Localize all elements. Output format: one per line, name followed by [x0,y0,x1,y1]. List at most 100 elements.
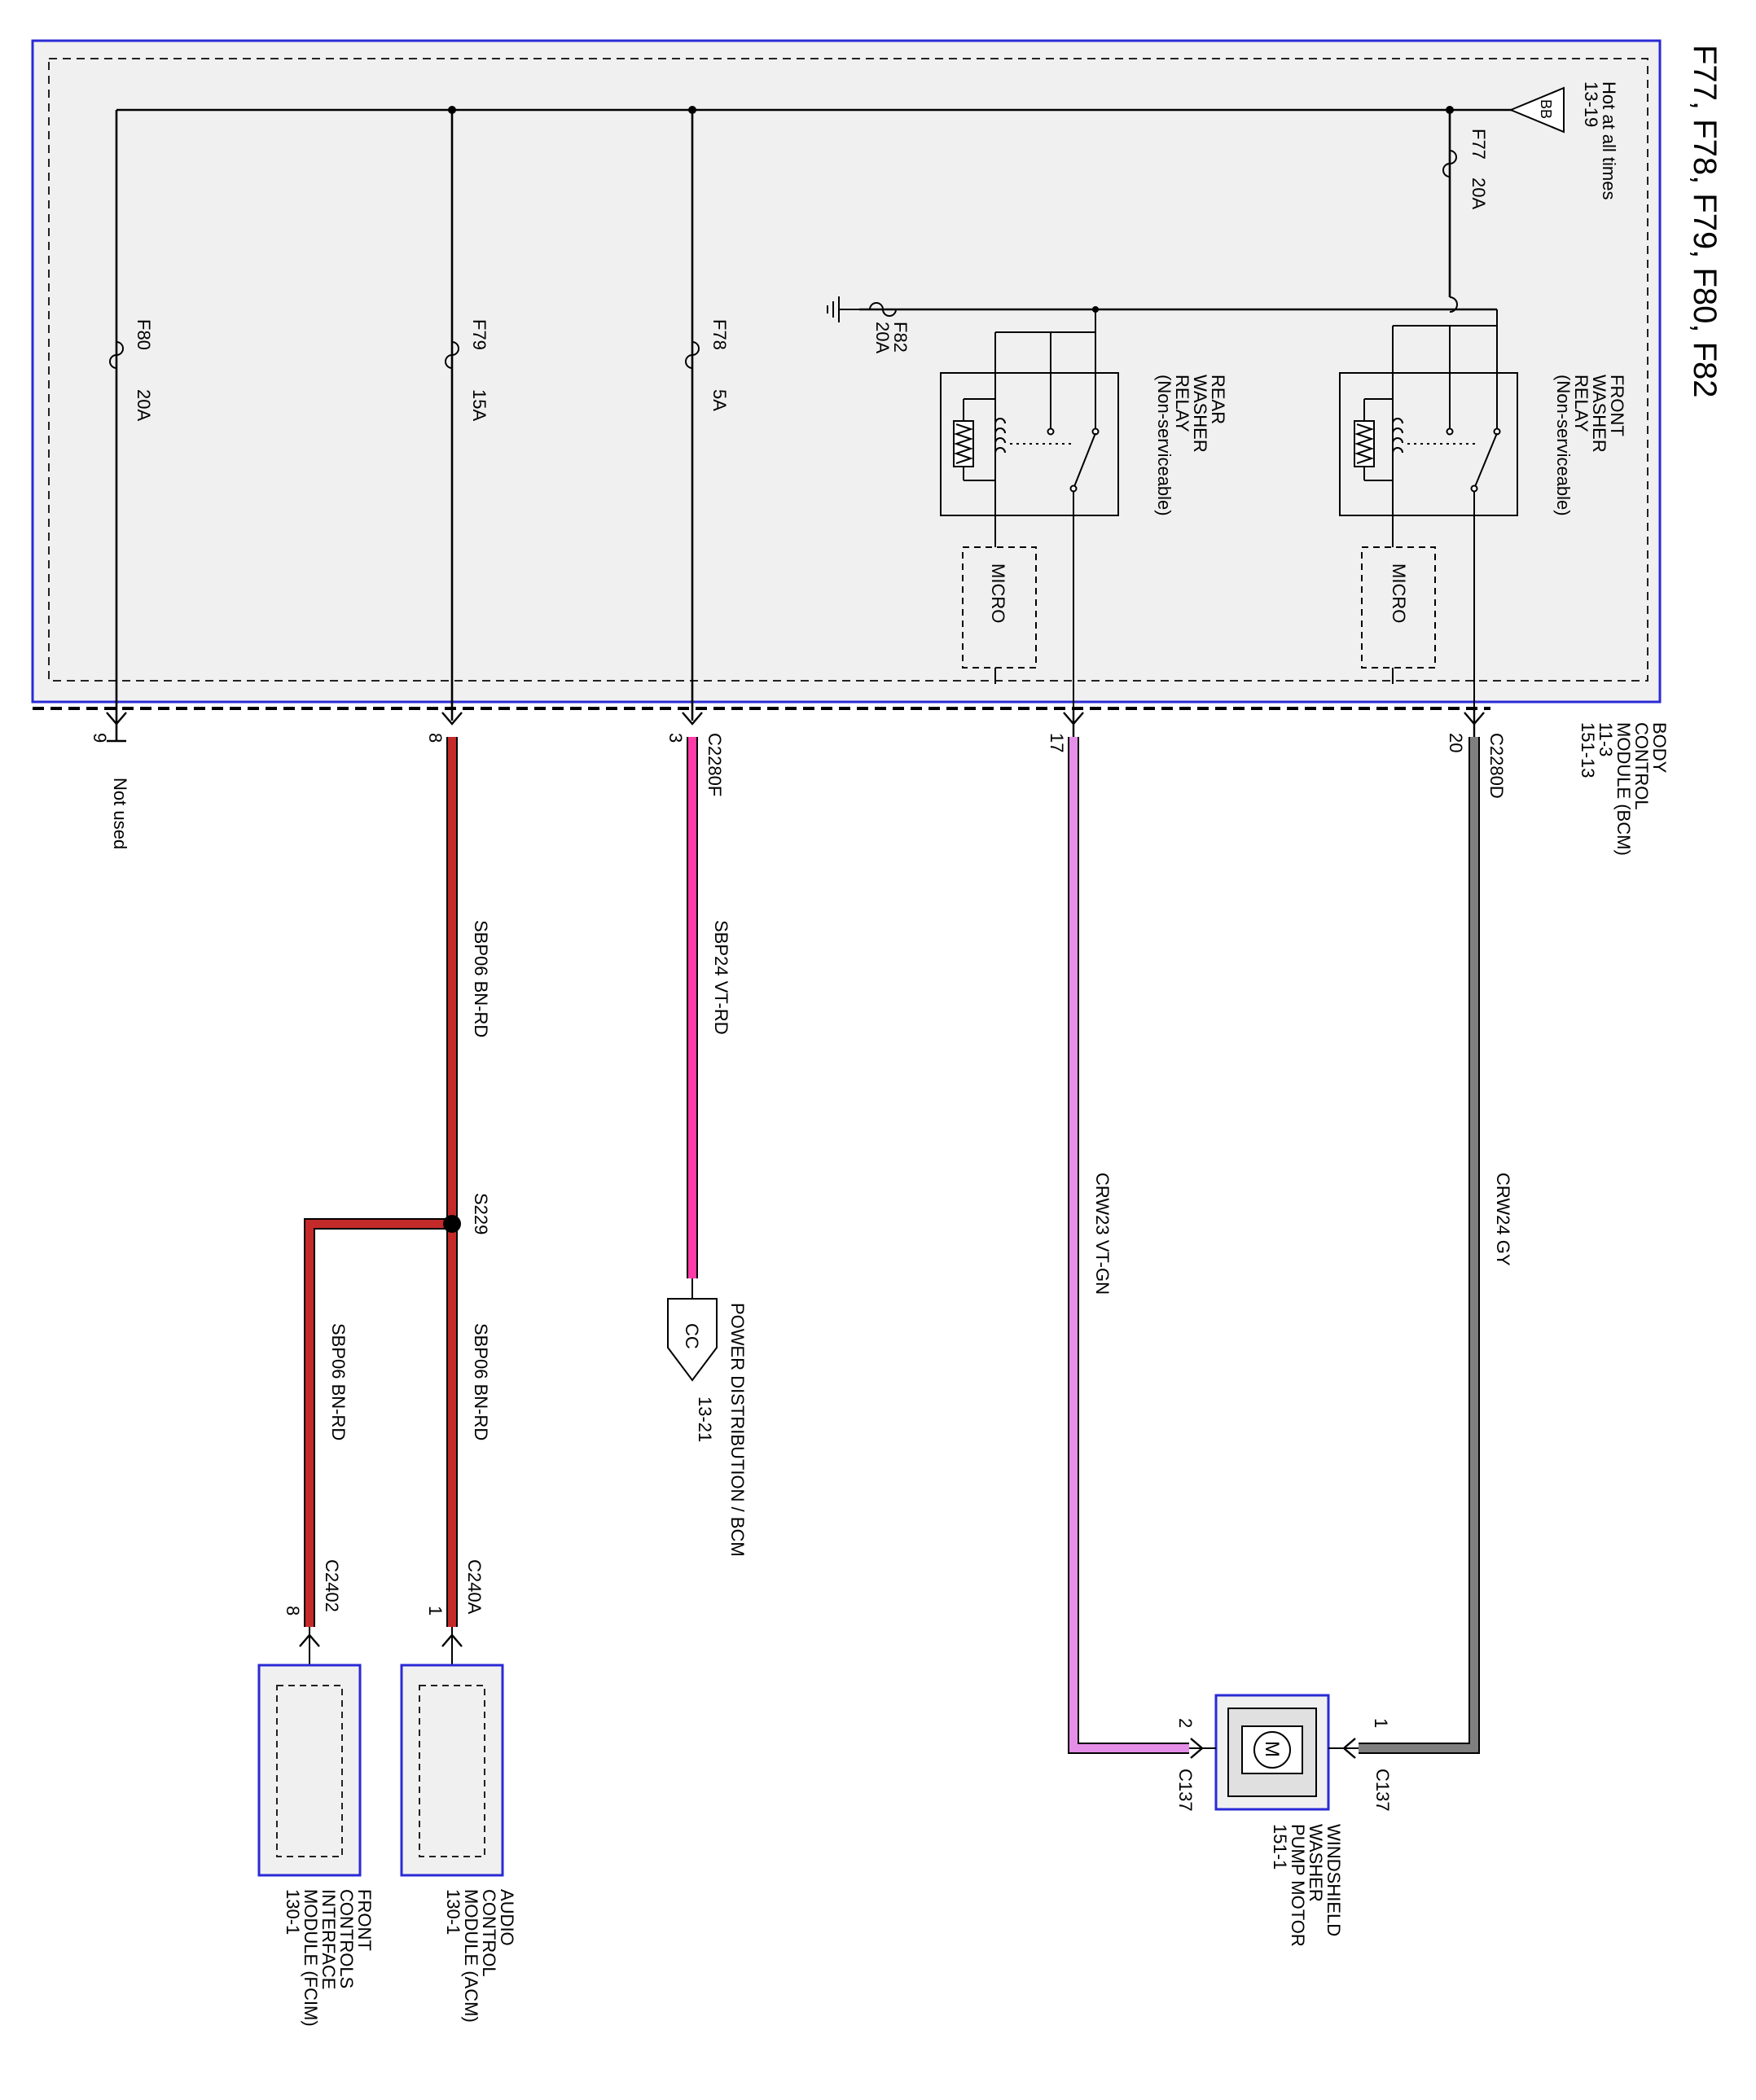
rear-micro-label: MICRO [988,563,1008,623]
f79-fuse-symbol [445,341,459,369]
acm-box [400,1664,504,1877]
rear-relay-nc-contact [1047,427,1055,436]
front-micro-label: MICRO [1389,563,1409,623]
f78-name: F78 [709,319,730,350]
pin-marker-8 [441,712,463,726]
front-micro-box [1361,546,1436,669]
front-relay-coil [1392,418,1403,454]
pin-marker-3 [682,712,703,726]
front-relay-l4: (Non-serviceable) [1553,375,1574,516]
pin-marker-9 [106,712,127,743]
bcm-l1: BODY [1649,722,1670,774]
pin-20: 20 [1446,733,1466,752]
motor-l1: WINDSHIELD [1324,1824,1344,1936]
f80-fuse-symbol [109,341,124,369]
rear-micro-box [962,546,1037,669]
front-relay-switch-arm [1473,432,1498,489]
page-title: F77, F78, F79, F80, F82 [1687,45,1723,398]
motor-pin-marker-2 [1190,1738,1204,1759]
rear-relay-out-contact [1069,484,1078,493]
wire-sbp06-label-1: SBP06 BN-RD [471,920,491,1037]
motor-l4: 151-1 [1270,1824,1290,1870]
wire-sbp06-label-3: SBP06 BN-RD [328,1323,349,1440]
f77-fuse-symbol [1442,150,1457,178]
front-relay-l1: FRONT [1607,375,1627,436]
wire-sbp06-label-2: SBP06 BN-RD [471,1323,491,1440]
f82-name: F82 [890,322,911,353]
fcim-box [257,1664,362,1877]
acm-l3: MODULE (ACM) [461,1889,481,2023]
motor-l3: PUMP MOTOR [1288,1824,1308,1947]
front-relay-l2: WASHER [1589,375,1609,453]
f77-rating: 20A [1468,178,1489,209]
wire-crw23 [1069,737,1189,1752]
rear-relay-coil [994,418,1006,454]
splice-s229 [443,1215,461,1233]
power-dist-page: 13-21 [695,1396,715,1442]
fcim-l2: CONTROLS [336,1889,357,1988]
wire-crw24 [1359,737,1478,1752]
f79-name: F79 [469,319,489,350]
connector-c2280f: C2280F [705,733,725,796]
pin-3: 3 [665,733,686,743]
rear-relay-switch-arm [1073,432,1096,489]
wire-crw23-outline [1068,737,1189,1754]
source-connector: BB [1538,99,1554,119]
rear-relay-l4: (Non-serviceable) [1154,375,1174,516]
pin-17: 17 [1047,733,1067,752]
bcm-l5: 151-13 [1578,722,1598,778]
fcim-l3: INTERFACE [318,1889,339,1989]
acm-l2: CONTROL [479,1889,499,1977]
fcim-l4: MODULE (FCIM) [301,1889,321,2027]
wire-sbp06-fcim [305,1220,452,1627]
pin-marker-20 [1464,708,1485,737]
splice-label: S229 [471,1193,491,1234]
fcim-l1: FRONT [354,1889,375,1951]
bcm-l4: 11-3 [1596,722,1616,756]
fcim-inner-dashed [276,1685,343,1857]
f80-name: F80 [134,319,154,350]
f82-rating: 20A [872,322,893,353]
cc-connector-label: CC [682,1323,702,1349]
fcim-connector: C2402 [322,1559,342,1612]
front-relay-out-contact [1470,484,1478,493]
source-page: 13-19 [1581,81,1601,127]
bcm-l2: CONTROL [1631,722,1652,810]
wire-sbp24-label: SBP24 VT-RD [711,920,731,1035]
motor-pin-marker-1 [1342,1738,1356,1759]
motor-symbol: M [1261,1741,1283,1757]
pin-marker-17 [1063,708,1084,737]
front-relay-resistor [1354,420,1375,467]
source-bb-symbol [1508,86,1565,134]
source-label: Hot at all times [1599,81,1619,200]
not-used-label: Not used [110,778,130,849]
acm-l4: 130-1 [443,1889,463,1935]
motor-pin-2: 2 [1175,1718,1196,1728]
cc-connector-symbol [667,1298,718,1382]
motor-c137-right: C137 [1372,1769,1393,1812]
motor-pin-1: 1 [1371,1718,1391,1728]
f78-rating: 5A [709,389,730,411]
f78-fuse-symbol [685,341,700,369]
front-relay-nc-contact [1446,427,1454,436]
fcim-pin: 8 [283,1606,303,1616]
pin-9: 9 [90,733,110,743]
wire-crw24-outline [1359,737,1480,1754]
bcm-inner-dashed [48,58,1648,682]
rear-relay-l2: WASHER [1190,375,1210,453]
bcm-l3: MODULE (BCM) [1613,722,1634,856]
f77-name: F77 [1468,129,1489,160]
pin-8: 8 [425,733,446,743]
acm-connector: C240A [464,1559,485,1615]
motor-symbol-circle [1253,1731,1291,1769]
motor-l2: WASHER [1306,1824,1326,1902]
acm-l1: AUDIO [497,1889,517,1946]
f80-rating: 20A [134,389,154,421]
rear-relay-l1: REAR [1208,375,1228,424]
wire-crw24-label: CRW24 GY [1493,1173,1513,1266]
motor-c137-left: C137 [1175,1769,1196,1812]
connector-c2280d: C2280D [1486,733,1507,799]
acm-pin: 1 [425,1606,446,1616]
fcim-l5: 130-1 [283,1889,303,1935]
